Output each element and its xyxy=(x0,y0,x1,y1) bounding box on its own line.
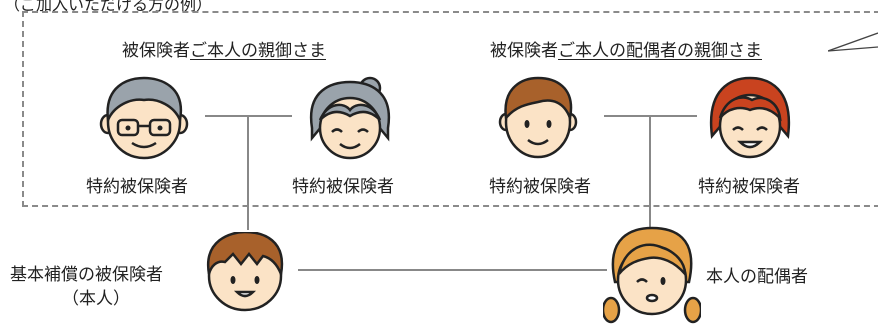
person-label: 特約被保険者 xyxy=(292,177,394,197)
group-title-underlined: ご本人の配偶者の親御さま xyxy=(558,41,762,61)
insured-label-line2: （本人） xyxy=(62,289,130,309)
group-title-own-parents: 被保険者ご本人の親御さま xyxy=(122,36,326,61)
mother-in-law-face-icon xyxy=(709,76,791,159)
group-title-prefix: 被保険者 xyxy=(490,41,558,61)
group-title-spouse-parents: 被保険者ご本人の配偶者の親御さま xyxy=(490,36,762,61)
person-label: 特約被保険者 xyxy=(489,177,591,197)
parents-group-box xyxy=(22,11,878,207)
girl-face-icon xyxy=(603,226,701,324)
grandmother-face-icon xyxy=(309,76,391,160)
callout-pointer xyxy=(828,32,878,52)
group-title-underlined: ご本人の親御さま xyxy=(190,41,326,61)
insured-label-line1: 基本補償の被保険者 xyxy=(10,265,163,285)
caption: （ご加入いただける方の例） xyxy=(4,0,213,14)
person-label: 特約被保険者 xyxy=(86,177,188,197)
father-in-law-face-icon xyxy=(498,76,578,159)
group-title-prefix: 被保険者 xyxy=(122,41,190,61)
person-label: 特約被保険者 xyxy=(698,177,800,197)
boy-face-icon xyxy=(206,232,284,312)
grandfather-face-icon xyxy=(99,76,189,160)
spouse-label: 本人の配偶者 xyxy=(706,267,808,287)
